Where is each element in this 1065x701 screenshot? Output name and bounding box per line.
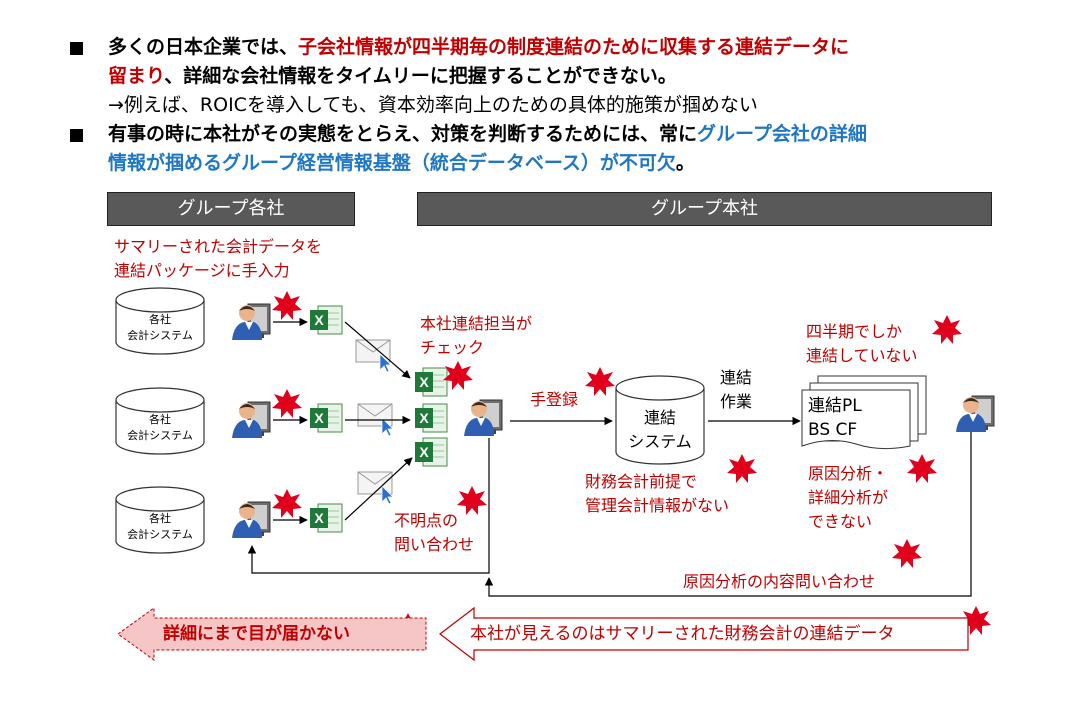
problem-star-icon [932,315,962,344]
company-db-2-label: 各社会計システム [127,413,193,442]
hq-excel-1-icon [414,367,448,397]
no-management-info-label: 財務会計前提で管理会計情報がない [585,472,730,515]
subsidiary-user-2-icon [231,401,271,439]
bullet-1-text-c: 留まり [108,65,165,87]
mail-1-icon [355,339,392,373]
problem-star-icon [272,389,302,418]
header-group-hq: グループ本社 [417,192,992,226]
header-group-companies: グループ各社 [107,192,355,226]
hq-accountant-icon [463,399,503,437]
hq-check-label: 本社連結担当がチェック [420,314,533,357]
excel-package-3-icon [309,503,343,533]
bullet-2-text-a: 有事の時に本社がその実態をとらえ、対策を判断するためには、常に [108,123,698,145]
right-banner-arrow [439,606,969,662]
left-banner-text: 詳細にまで目が届かない [163,624,350,644]
problem-star-icon [585,367,615,396]
bullet-1-example: →例えば、ROICを導入しても、資本効率向上のための具体的施策が掴めない [108,94,758,116]
excel-package-1-icon [309,305,343,335]
problem-star-icon [272,489,302,518]
quarterly-only-label: 四半期でしか連結していない [806,322,918,365]
manual-input-label: サマリーされた会計データを連結パッケージに手入力 [114,237,323,280]
bullet-list: 多くの日本企業では、子会社情報が四半期毎の制度連結のために収集する連結データに … [68,33,1028,178]
no-analysis-label: 原因分析・詳細分析ができない [808,464,889,531]
bullet-1-text-a: 多くの日本企業では、 [108,36,299,58]
excel-package-2-icon [309,403,343,433]
company-db-3-label: 各社会計システム [127,512,193,541]
inquiry-label: 不明点の問い合わせ [394,511,475,554]
hq-executive-icon [955,395,995,433]
company-db-1-label: 各社会計システム [127,313,193,342]
problem-star-icon [272,291,302,320]
manual-registration-label: 手登録 [530,390,579,409]
hq-excel-3-icon [414,437,448,467]
subsidiary-user-1-icon [231,303,271,341]
consolidation-work-label: 連結作業 [720,368,753,411]
bullet-1: 多くの日本企業では、子会社情報が四半期毎の制度連結のために収集する連結データに … [68,33,1028,120]
bullet-1-text-b: 子会社情報が四半期毎の制度連結のために収集する連結データに [298,36,850,58]
problem-star-icon [907,454,937,483]
problem-star-icon [892,539,922,568]
consolidation-system-label: 連結システム [628,408,692,451]
bullet-2-text-b: グループ会社の詳細 [697,123,867,145]
bullet-square-icon [70,129,83,142]
bullet-square-icon [70,42,83,55]
bullet-2-text-d: 。 [675,152,695,174]
hq-excel-2-icon [414,403,448,433]
right-banner-text: 本社が見えるのはサマリーされた財務会計の連結データ [470,624,895,644]
problem-star-icon [727,454,757,483]
subsidiary-user-3-icon [231,501,271,539]
consolidation-system-db [615,375,705,465]
bullet-1-text-d: 、詳細な会社情報をタイムリーに把握することができない。 [164,65,677,87]
bullet-2-text-c: 情報が掴めるグループ経営情報基盤（統合データベース）が不可欠 [108,152,676,174]
bullet-2: 有事の時に本社がその実態をとらえ、対策を判断するためには、常にグループ会社の詳細… [68,120,1028,178]
consolidated-report-stack [801,375,927,450]
left-banner-arrow [117,607,427,661]
mail-3-icon [357,471,394,505]
cause-inquiry-label: 原因分析の内容問い合わせ [683,572,876,591]
